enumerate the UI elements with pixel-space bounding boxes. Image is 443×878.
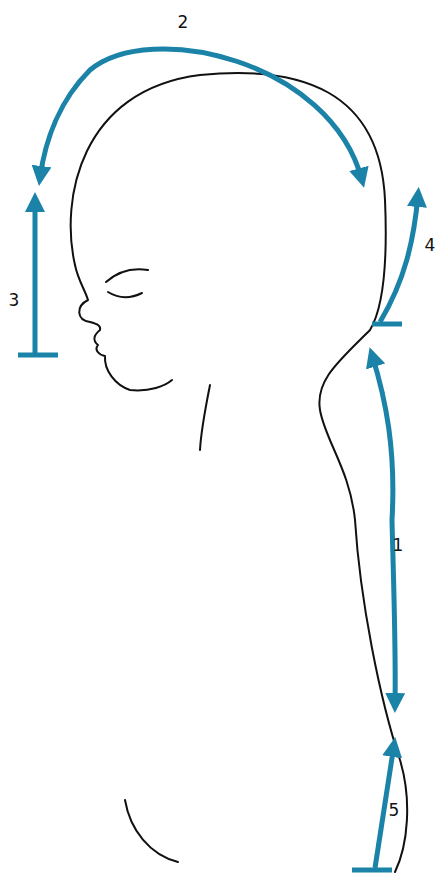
- eyelid: [108, 292, 142, 297]
- callout-number: 3: [9, 292, 20, 309]
- arrow-4: [380, 195, 418, 322]
- torso-front: [125, 800, 178, 862]
- tick-4: [372, 322, 402, 327]
- face-profile: [75, 265, 172, 390]
- arrow-3: [33, 200, 38, 355]
- arrow-2: [40, 49, 362, 180]
- arrow-1: [372, 355, 395, 705]
- callout-number: 4: [425, 237, 436, 254]
- neck-front: [200, 385, 210, 450]
- callout-number: 1: [393, 537, 404, 554]
- callout-number: 2: [178, 14, 189, 31]
- eyebrow: [106, 269, 148, 282]
- tick-3: [18, 353, 58, 358]
- skull-back-outline: [71, 73, 407, 872]
- callout-number: 5: [389, 802, 400, 819]
- tick-5: [352, 868, 392, 873]
